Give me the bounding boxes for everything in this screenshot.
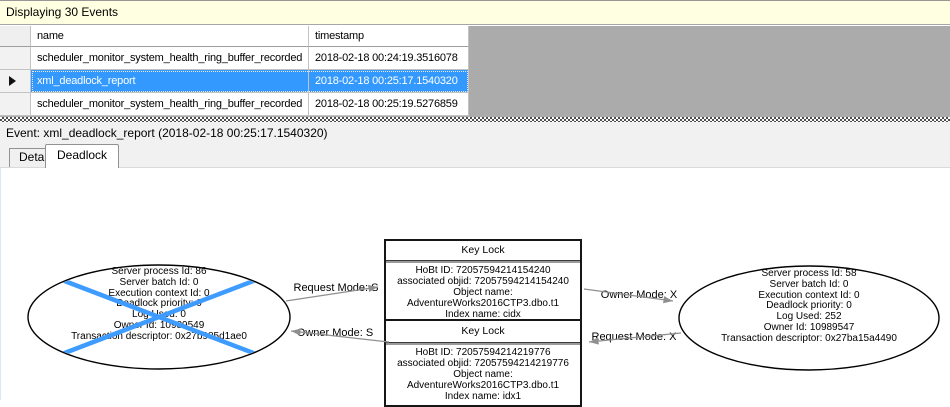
lock-line: associated objid: 72057594214154240: [397, 276, 569, 287]
column-header-name[interactable]: name: [31, 26, 309, 47]
table-row[interactable]: scheduler_monitor_system_health_ring_buf…: [0, 47, 950, 70]
event-name-cell[interactable]: scheduler_monitor_system_health_ring_buf…: [31, 93, 309, 116]
grid-header-row: name timestamp: [0, 26, 950, 47]
row-selector-cell[interactable]: [0, 70, 31, 93]
lock-line: associated objid: 72057594214219776: [397, 358, 569, 369]
event-timestamp-cell[interactable]: 2018-02-18 00:25:19.5276859: [309, 93, 469, 116]
node-line: Transaction descriptor: 0x27b985d1ae0: [71, 330, 247, 342]
row-selector-cell[interactable]: [0, 47, 31, 70]
deadlock-graph-pane: Server process Id: 86 Server batch Id: 0…: [0, 167, 950, 407]
current-row-arrow-icon: [9, 76, 16, 86]
lock-line: Object name: AdventureWorks2016CTP3.dbo.…: [406, 287, 560, 309]
edge-label-owner-mode-x: Owner Mode: X: [600, 289, 678, 301]
lock-line: Object name: AdventureWorks2016CTP3.dbo.…: [406, 369, 560, 391]
node-line: Transaction descriptor: 0x27ba15a4490: [721, 332, 897, 344]
row-selector-cell[interactable]: [0, 93, 31, 116]
resource-node-key-lock-bottom[interactable]: Key Lock HoBt ID: 72057594214219776 asso…: [384, 319, 582, 407]
event-name-cell[interactable]: xml_deadlock_report: [31, 70, 309, 93]
resource-node-key-lock-top[interactable]: Key Lock HoBt ID: 72057594214154240 asso…: [384, 239, 582, 325]
horizontal-splitter[interactable]: [0, 117, 950, 122]
tab-strip: Details Deadlock: [0, 144, 950, 168]
tab-deadlock[interactable]: Deadlock: [45, 144, 120, 168]
lock-line: Index name: idx1: [444, 391, 522, 402]
edge-label-owner-mode-s: Owner Mode: S: [296, 327, 374, 339]
row-selector-header-cell[interactable]: [0, 26, 31, 47]
process-node-victim[interactable]: Server process Id: 86 Server batch Id: 0…: [39, 266, 279, 343]
event-timestamp-cell[interactable]: 2018-02-18 00:25:17.1540320: [309, 70, 469, 93]
lock-line: HoBt ID: 72057594214219776: [415, 347, 551, 358]
event-timestamp-cell[interactable]: 2018-02-18 00:24:19.3516078: [309, 47, 469, 70]
table-row-selected[interactable]: xml_deadlock_report 2018-02-18 00:25:17.…: [0, 70, 950, 93]
table-row[interactable]: scheduler_monitor_system_health_ring_buf…: [0, 93, 950, 116]
node-line: Server batch Id: 0: [119, 276, 199, 288]
events-count-bar: Displaying 30 Events: [0, 0, 950, 25]
lock-line: Index name: cidx: [445, 309, 521, 320]
lock-title: Key Lock: [386, 321, 580, 343]
selected-event-header: Event: xml_deadlock_report (2018-02-18 0…: [0, 122, 950, 144]
node-line: Server batch Id: 0: [769, 278, 849, 290]
event-name-cell[interactable]: scheduler_monitor_system_health_ring_buf…: [31, 47, 309, 70]
lock-title: Key Lock: [386, 241, 580, 261]
events-grid: name timestamp scheduler_monitor_system_…: [0, 26, 950, 117]
edge-label-request-mode-x: Request Mode: X: [591, 331, 677, 343]
process-node[interactable]: Server process Id: 58 Server batch Id: 0…: [689, 268, 929, 345]
edge-label-request-mode-s: Request Mode: S: [293, 282, 379, 294]
column-header-timestamp[interactable]: timestamp: [309, 26, 469, 47]
lock-line: HoBt ID: 72057594214154240: [415, 265, 551, 276]
